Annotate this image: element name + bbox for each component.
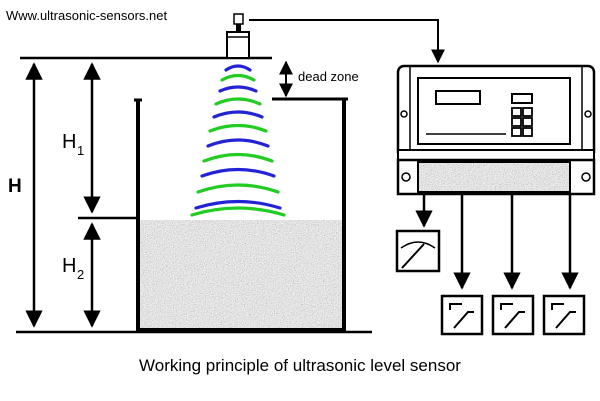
controller-unit-icon xyxy=(396,64,596,196)
ultrasonic-sensor-icon xyxy=(226,13,250,59)
h1-label-sub: 1 xyxy=(77,143,84,158)
relay-switch-icon xyxy=(440,294,484,336)
relay-switch-icon xyxy=(542,294,586,336)
tank xyxy=(134,97,348,332)
ultrasonic-waves xyxy=(190,64,286,217)
h2-label-base: H xyxy=(62,255,76,277)
relay-switch-icon xyxy=(491,294,535,336)
h1-label: H 1 xyxy=(62,131,84,158)
h-label: H xyxy=(8,176,22,197)
website-url: Www.ultrasonic-sensors.net xyxy=(6,8,167,23)
liquid xyxy=(138,220,344,330)
h2-label-sub: 2 xyxy=(77,267,84,282)
h1-label-base: H xyxy=(62,131,76,153)
figure-caption: Working principle of ultrasonic level se… xyxy=(139,356,461,375)
output-connections xyxy=(415,194,579,290)
dead-zone-label: dead zone xyxy=(298,69,359,84)
h2-label: H 2 xyxy=(62,255,84,282)
sensor-cable xyxy=(249,19,445,64)
analog-meter-icon xyxy=(395,229,441,273)
